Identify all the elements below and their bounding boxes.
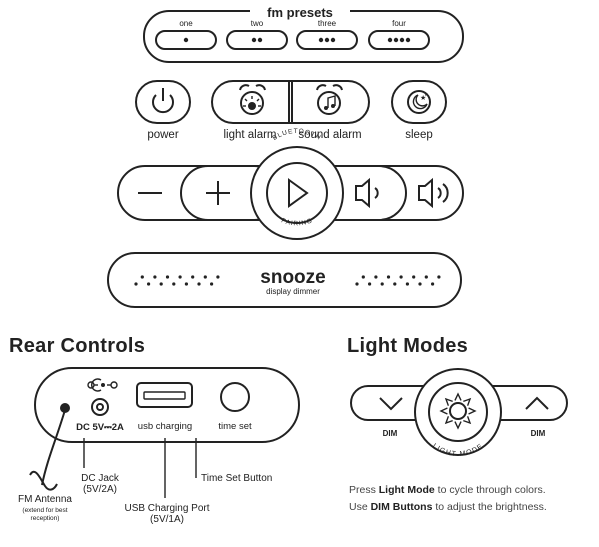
dc-jack-rating: (5V/2A) bbox=[83, 484, 117, 495]
fm-antenna-callout: FM Antenna bbox=[18, 494, 72, 505]
dc-jack: DC 5V⎓2A bbox=[76, 378, 124, 433]
play-pairing-button[interactable]: BLUETOOTH PAIRING bbox=[250, 128, 344, 240]
light-modes-heading: Light Modes bbox=[347, 335, 468, 357]
svg-text:★: ★ bbox=[420, 94, 426, 102]
antenna-wire-icon bbox=[29, 470, 58, 491]
speaker-high-icon bbox=[418, 177, 449, 209]
light-alarm-button[interactable] bbox=[212, 81, 290, 123]
volume-up-button[interactable] bbox=[418, 177, 449, 209]
pairing-label: PAIRING bbox=[280, 217, 314, 227]
preset-label-four: four bbox=[392, 19, 406, 28]
time-set-label: time set bbox=[218, 421, 252, 432]
sleep-button[interactable]: ★ ★ bbox=[391, 80, 447, 124]
sleep-label: sleep bbox=[405, 129, 433, 141]
snooze-subtitle: display dimmer bbox=[266, 287, 320, 296]
fm-antenna-note-1: (extend for best bbox=[22, 507, 67, 514]
preset-label-three: three bbox=[318, 19, 337, 28]
snooze-button[interactable]: snooze display dimmer bbox=[107, 252, 462, 308]
snooze-dots-right bbox=[355, 275, 441, 286]
dc-jack-callout: DC Jack bbox=[81, 473, 120, 484]
light-mode-instruction-line-1: Press Light Mode to cycle through colors… bbox=[349, 484, 546, 496]
preset-button-three[interactable]: three bbox=[296, 19, 358, 50]
fm-antenna bbox=[29, 403, 70, 491]
dim-right-label: DIM bbox=[531, 429, 546, 438]
power-icon bbox=[152, 88, 174, 114]
preset-button-one[interactable]: one bbox=[155, 19, 217, 50]
sound-alarm-label: sound alarm bbox=[298, 129, 361, 141]
chevron-down-icon bbox=[379, 397, 403, 411]
preset-dots-two bbox=[251, 37, 263, 43]
snooze-title: snooze bbox=[260, 267, 325, 288]
preset-dots-three bbox=[318, 37, 336, 43]
time-set-button-callout: Time Set Button bbox=[201, 473, 272, 484]
sleep-moon-icon: ★ ★ bbox=[407, 90, 431, 114]
fm-antenna-note-2: reception) bbox=[31, 515, 60, 522]
preset-button-four[interactable]: four bbox=[368, 19, 430, 50]
preset-dots-one bbox=[183, 37, 189, 43]
rear-callout-lines bbox=[83, 438, 197, 498]
light-alarm-clock-icon bbox=[239, 84, 266, 115]
speaker-low-icon bbox=[355, 177, 379, 209]
usb-port-label: usb charging bbox=[138, 421, 192, 432]
dc-port-label: DC 5V⎓2A bbox=[76, 422, 124, 433]
time-set-button[interactable]: time set bbox=[218, 382, 252, 432]
preset-button-two[interactable]: two bbox=[226, 19, 288, 50]
fm-presets-title: fm presets bbox=[267, 5, 333, 20]
rear-controls-heading: Rear Controls bbox=[9, 335, 145, 357]
play-icon bbox=[288, 178, 309, 208]
usb-charging-callout: USB Charging Port bbox=[124, 503, 209, 514]
light-mode-button[interactable]: LIGHT MODE bbox=[414, 368, 502, 458]
snooze-dots-left bbox=[134, 275, 220, 286]
dim-down-button[interactable] bbox=[350, 385, 431, 421]
preset-label-two: two bbox=[251, 19, 264, 28]
plus-icon bbox=[206, 181, 230, 205]
svg-text:★: ★ bbox=[424, 92, 429, 98]
sound-alarm-button[interactable] bbox=[292, 81, 369, 123]
sound-alarm-clock-icon bbox=[316, 84, 343, 115]
light-mode-instruction-line-2: Use DIM Buttons to adjust the brightness… bbox=[349, 501, 547, 513]
dc-polarity-icon bbox=[87, 378, 118, 392]
usb-charging-rating: (5V/1A) bbox=[150, 514, 184, 525]
preset-dots-four bbox=[387, 37, 411, 43]
light-alarm-label: light alarm bbox=[223, 129, 276, 141]
usb-charging-port: usb charging bbox=[136, 382, 193, 432]
sun-icon bbox=[439, 392, 477, 430]
dim-left-label: DIM bbox=[383, 429, 398, 438]
power-label: power bbox=[147, 129, 178, 141]
power-button[interactable] bbox=[135, 80, 191, 124]
dim-up-button[interactable] bbox=[487, 385, 568, 421]
preset-label-one: one bbox=[179, 19, 193, 28]
chevron-up-icon bbox=[525, 396, 549, 410]
fm-presets-panel: fm presets one two three four bbox=[143, 5, 464, 63]
